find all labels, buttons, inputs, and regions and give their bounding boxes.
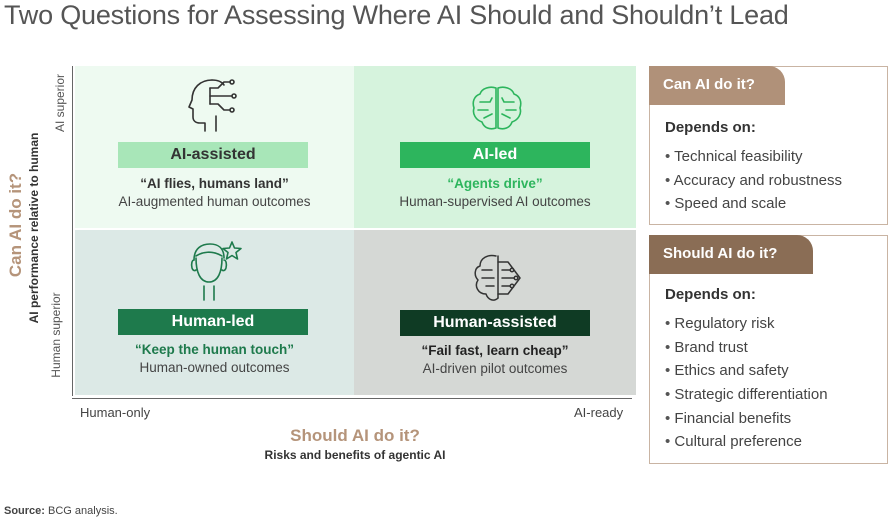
y-axis-title: Can AI do it? (6, 172, 25, 278)
list-item: Technical feasibility (665, 145, 842, 169)
y-axis-top-label: AI superior (53, 73, 67, 133)
quadrant-quote-human-assisted: “Fail fast, learn cheap” (421, 343, 569, 358)
quadrant-desc-ai-assisted: AI-augmented human outcomes (118, 194, 311, 209)
panel-depends-label: Depends on: (665, 286, 756, 303)
ai-head-circuit-icon (188, 79, 237, 132)
y-axis-line (72, 66, 73, 396)
panel-can-ai-do-it: Can AI do it? Depends on: Technical feas… (649, 66, 888, 225)
panel-should-ai-do-it: Should AI do it? Depends on: Regulatory … (649, 235, 888, 464)
y-axis-subtitle: AI performance relative to human (27, 132, 41, 324)
x-axis-left-label: Human-only (80, 405, 151, 420)
panel-list: Regulatory risk Brand trust Ethics and s… (665, 312, 828, 454)
page-title: Two Questions for Assessing Where AI Sho… (4, 0, 789, 30)
list-item: Brand trust (665, 336, 828, 360)
quadrant-quote-ai-led: “Agents drive” (447, 176, 543, 191)
list-item: Speed and scale (665, 192, 842, 216)
quadrant-label-human-led: Human-led (118, 309, 308, 335)
panel-list: Technical feasibility Accuracy and robus… (665, 145, 842, 216)
list-item: Regulatory risk (665, 312, 828, 336)
quadrant-label-ai-assisted: AI-assisted (118, 142, 308, 168)
quadrant-desc-human-assisted: AI-driven pilot outcomes (422, 361, 568, 376)
list-item: Ethics and safety (665, 359, 828, 383)
x-axis-subtitle: Risks and benefits of agentic AI (264, 448, 446, 462)
x-axis-title: Should AI do it? (290, 426, 420, 445)
human-head-star-icon (190, 241, 242, 301)
quadrant-quote-human-led: “Keep the human touch” (134, 342, 294, 357)
quadrant-label-human-assisted: Human-assisted (400, 310, 590, 336)
panel-heading: Should AI do it? (649, 235, 813, 274)
x-axis-right-label: AI-ready (574, 405, 624, 420)
source-label: Source: (4, 505, 45, 517)
quadrant-label-ai-led: AI-led (400, 142, 590, 168)
list-item: Accuracy and robustness (665, 169, 842, 193)
panel-heading: Can AI do it? (649, 66, 785, 105)
list-item: Strategic differentiation (665, 383, 827, 407)
quadrant-desc-human-led: Human-owned outcomes (139, 360, 290, 375)
quadrant-quote-ai-assisted: “AI flies, humans land” (140, 176, 289, 191)
quadrant-desc-ai-led: Human-supervised AI outcomes (399, 194, 591, 209)
source-note: Source: BCG analysis. (4, 505, 118, 517)
x-axis-line (72, 398, 632, 399)
brain-chip-icon (474, 254, 521, 301)
source-text: BCG analysis. (48, 505, 118, 517)
list-item: Cultural preference (665, 430, 828, 454)
panel-depends-label: Depends on: (665, 119, 756, 136)
y-axis-bottom-label: Human superior (49, 292, 63, 378)
brain-circuit-icon (472, 86, 522, 130)
list-item: Financial benefits (665, 407, 828, 431)
